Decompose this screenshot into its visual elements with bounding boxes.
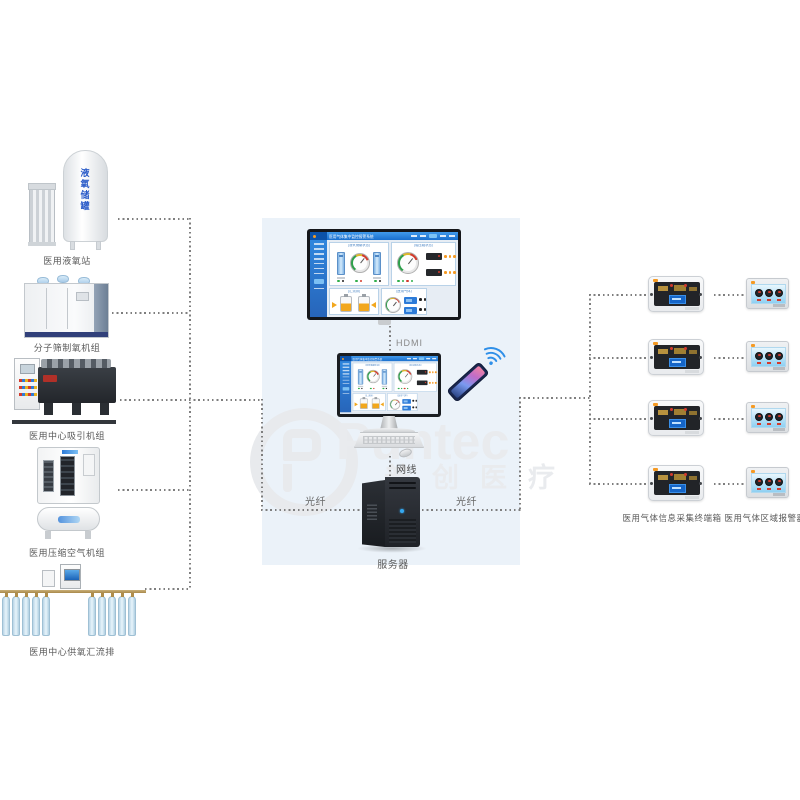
area-alarms-label: 医用气体区域报警器 — [724, 513, 800, 523]
monitor-stand — [380, 416, 398, 430]
terminal-box — [648, 400, 704, 436]
dashboard-card-lox: (液氧储罐状态) — [352, 362, 393, 392]
network-cable-label: 网线 — [396, 465, 417, 476]
dashed-line — [714, 357, 746, 359]
terminal-boxes-label: 医用气体信息采集终端箱 — [622, 513, 722, 523]
dashed-line — [389, 326, 391, 353]
fiber-left-label: 光纤 — [305, 497, 326, 508]
terminal-box — [648, 276, 704, 312]
label-psa-oxygen-generator: 分子筛制氧机组 — [33, 343, 101, 353]
dashboard-menu — [411, 234, 458, 238]
vaporizer-icon — [28, 183, 56, 246]
terminal-box — [648, 339, 704, 375]
tank-text: 液氧储罐 — [80, 168, 90, 211]
dashboard-logo-icon — [340, 356, 352, 362]
air-tank-icon — [37, 507, 100, 531]
dashed-line — [589, 357, 648, 359]
dashed-line — [120, 399, 262, 401]
hdmi-label: HDMI — [396, 338, 423, 348]
vacuum-pump-icon — [38, 359, 116, 403]
wifi-signal-icon — [483, 347, 506, 365]
oxygen-tank-icon — [63, 150, 108, 242]
dashed-line — [145, 588, 190, 590]
dashboard-card-manifold: (汇流排) — [329, 288, 379, 315]
label-oxygen-manifold: 医用中心供氧汇流排 — [29, 647, 115, 657]
dashed-line — [589, 294, 591, 484]
keyboard-icon — [354, 432, 424, 448]
dashboard-main: (液氧储罐状态) (稳压箱状态) — [327, 240, 458, 317]
dashboard-main: (液氧储罐状态) (稳压箱状态) — [351, 361, 438, 413]
psa-cabinet-icon — [24, 283, 109, 338]
area-alarm — [746, 402, 789, 433]
air-compressor — [37, 447, 100, 540]
suction-unit — [12, 352, 118, 426]
dashboard-sidebar — [310, 240, 327, 317]
manifold-controller-icon — [60, 564, 81, 589]
dashboard-title: 医用气体集中监控报警系统 — [352, 358, 383, 361]
dashboard-logo-icon — [310, 232, 327, 240]
dashed-line — [519, 397, 521, 510]
dashboard-card-stabilizer: (稳压箱状态) — [391, 242, 456, 286]
dashboard-card-stabilizer: (稳压箱状态) — [393, 362, 437, 392]
server-label: 服务器 — [377, 560, 409, 571]
oxygen-manifold — [0, 564, 150, 638]
server-shadow — [356, 544, 428, 553]
dashed-line — [118, 489, 190, 491]
manifold-pipe-icon — [0, 590, 146, 593]
dashed-line — [589, 418, 648, 420]
dashboard-card-manifold: (汇流排) — [352, 393, 386, 412]
monitor-base — [363, 428, 415, 435]
fiber-right-label: 光纤 — [456, 497, 477, 508]
dashboard-title: 医用气体集中监控报警系统 — [329, 235, 374, 239]
area-alarm — [746, 341, 789, 372]
monitoring-dashboard: 医用气体集中监控报警系统 (液氧储罐状态) (稳压箱状态) — [310, 232, 458, 317]
control-cabinet-icon — [14, 358, 40, 410]
dashed-line — [389, 456, 391, 477]
watermark-glyph-icon — [283, 429, 321, 492]
label-liquid-oxygen-station: 医用液氧站 — [43, 256, 91, 266]
dashed-line — [112, 312, 190, 314]
manifold-box-icon — [42, 570, 55, 587]
label-air-compressor: 医用压缩空气机组 — [28, 548, 105, 558]
dashed-line — [589, 483, 648, 485]
dashed-line — [714, 483, 746, 485]
dashboard-sidebar — [340, 361, 352, 413]
terminal-box — [648, 465, 704, 501]
dashboard-titlebar: 医用气体集中监控报警系统 — [340, 356, 438, 362]
desktop-monitor: 医用气体集中监控报警系统 (液氧储罐状态) (稳压箱状态) — [337, 353, 441, 417]
compressor-body-icon — [37, 447, 100, 504]
dashed-line — [714, 418, 746, 420]
dashed-line — [261, 399, 263, 510]
dashed-line — [189, 218, 191, 590]
dashboard-menu — [406, 357, 438, 360]
dashed-line — [589, 294, 648, 296]
area-alarm — [746, 278, 789, 309]
monitoring-dashboard: 医用气体集中监控报警系统 (液氧储罐状态) (稳压箱状态) — [340, 356, 438, 413]
dashboard-card-air: (医用气体) — [381, 288, 427, 315]
wall-display: 医用气体集中监控报警系统 (液氧储罐状态) (稳压箱状态) — [307, 229, 461, 320]
dashboard-card-air: (医用气体) — [387, 393, 418, 412]
server-tower — [362, 477, 420, 549]
label-suction-unit: 医用中心吸引机组 — [28, 431, 105, 441]
area-alarm — [746, 467, 789, 498]
dashed-line — [118, 218, 190, 220]
dashed-line — [519, 397, 590, 399]
dashboard-titlebar: 医用气体集中监控报警系统 — [310, 232, 458, 240]
monitor-screen: 医用气体集中监控报警系统 (液氧储罐状态) (稳压箱状态) — [340, 356, 438, 414]
dashboard-card-lox: (液氧储罐状态) — [329, 242, 389, 286]
dashed-line — [714, 294, 746, 296]
tv-mount — [378, 320, 391, 325]
